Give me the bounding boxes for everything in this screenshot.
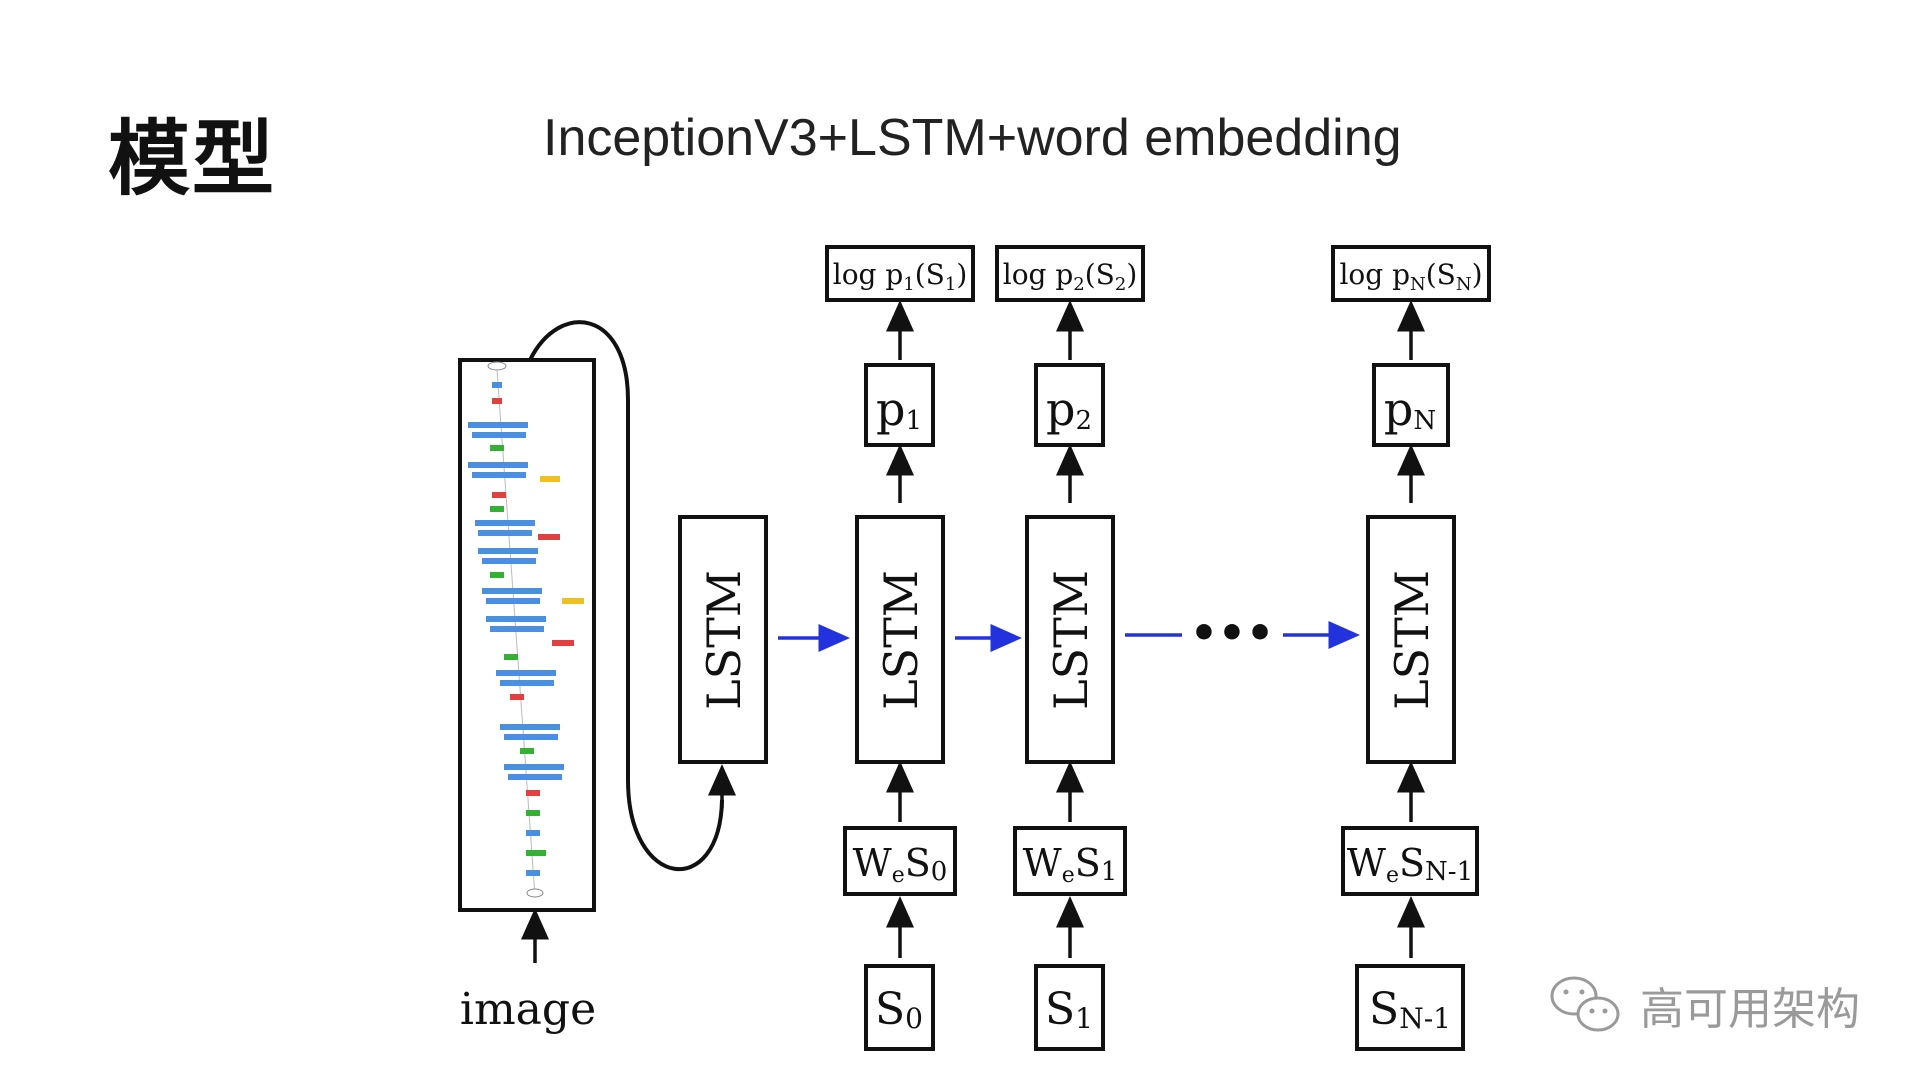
- input-box-n: [1355, 964, 1465, 1051]
- lstm-initial: LSTM: [678, 515, 768, 764]
- inception-cnn-block: [458, 358, 596, 912]
- lstm-n-label: LSTM: [1385, 570, 1439, 710]
- prob-box-1: [864, 363, 935, 447]
- slide-title: 模型: [108, 112, 277, 207]
- wechat-icon: [1550, 976, 1620, 1032]
- log-prob-1-label: log p1(S1): [833, 258, 968, 295]
- log-prob-2-label: log p2(S2): [1003, 258, 1138, 295]
- lstm-2-label: LSTM: [1044, 570, 1098, 710]
- cnn-to-lstm-connector: [528, 320, 724, 872]
- input-box-1: [864, 964, 935, 1051]
- ellipsis: •••: [1190, 608, 1274, 659]
- log-prob-n-label: log pN(SN): [1339, 258, 1482, 295]
- prob-n-label: pN: [1384, 382, 1436, 436]
- embedding-box-2: [1013, 826, 1127, 896]
- timestep-n: log pN(SN) pN LSTM WeSN-1 SN-1: [1331, 245, 1491, 1051]
- prob-2-label: p2: [1046, 382, 1092, 436]
- prob-box-2: [1034, 363, 1105, 447]
- lstm-initial-label: LSTM: [697, 570, 751, 710]
- lstm-box-n: [1366, 515, 1456, 764]
- embedding-2-label: WeS1: [1023, 841, 1118, 888]
- lstm-1-label: LSTM: [874, 570, 928, 710]
- log-prob-box-2: [995, 245, 1145, 302]
- recurrent-arrows: [778, 621, 1360, 652]
- embedding-box-1: [843, 826, 957, 896]
- lstm-box-2: [1025, 515, 1115, 764]
- slide-subtitle: InceptionV3+LSTM+word embedding: [543, 109, 1402, 167]
- embedding-n-label: WeSN-1: [1347, 841, 1473, 888]
- prob-1-label: p1: [876, 382, 922, 436]
- input-n-label: SN-1: [1369, 984, 1451, 1035]
- image-label: image: [460, 984, 596, 1035]
- embedding-1-label: WeS0: [853, 841, 948, 888]
- watermark-text: 高可用架构: [1640, 984, 1860, 1035]
- cnn-architecture-thumbnail: [468, 361, 584, 898]
- input-box-2: [1034, 964, 1105, 1051]
- prob-box-n: [1372, 363, 1450, 447]
- embedding-box-n: [1341, 826, 1479, 896]
- lstm-box-1: [855, 515, 945, 764]
- input-1-label: S0: [875, 984, 923, 1035]
- watermark: 高可用架构: [1550, 976, 1860, 1035]
- timestep-2: log p2(S2) p2 LSTM WeS1 S1: [995, 245, 1145, 1051]
- input-2-label: S1: [1045, 984, 1093, 1035]
- timestep-1: log p1(S1) p1 LSTM WeS0 S0: [825, 245, 975, 1051]
